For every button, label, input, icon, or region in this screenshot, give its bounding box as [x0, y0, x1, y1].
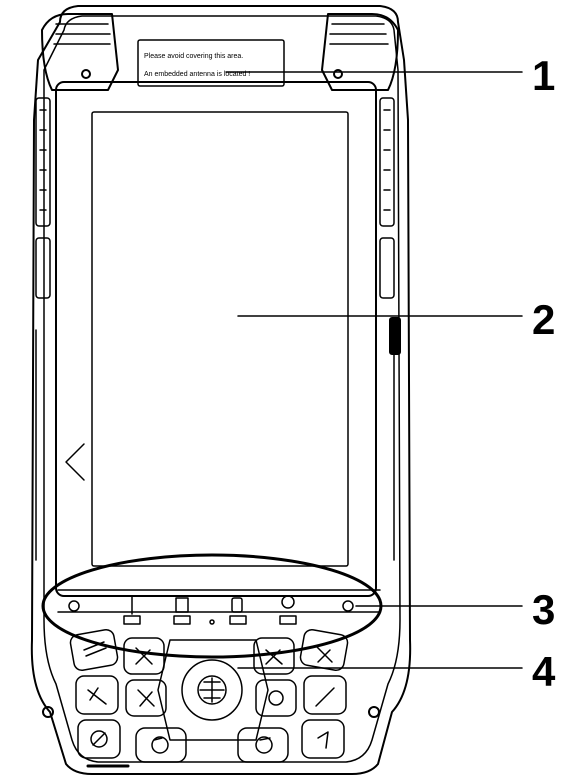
callout-number-2: 2	[532, 296, 555, 343]
antenna-note-box	[137, 39, 285, 87]
antenna-note-line-2: An embedded antenna is located !	[144, 71, 250, 78]
status-indicator-strip	[57, 589, 381, 625]
touch-screen	[91, 111, 349, 567]
nav-center-button	[181, 659, 243, 721]
right-side-grips	[379, 97, 395, 561]
callout-number-1: 1	[532, 52, 555, 99]
side-button	[389, 317, 401, 355]
callout-number-4: 4	[532, 648, 556, 695]
left-side-grips	[35, 97, 51, 561]
screen-bezel	[55, 81, 377, 597]
indicator-highlight-ellipse	[41, 553, 383, 659]
top-right-bumper	[321, 13, 399, 91]
bottom-right-screw	[368, 706, 380, 718]
antenna-note-line-1: Please avoid covering this area.	[144, 53, 243, 60]
housing-inner-outline	[43, 15, 401, 763]
back-arrow-icon	[65, 443, 85, 481]
callout-number-3: 3	[532, 586, 555, 633]
device-housing	[30, 5, 412, 775]
top-left-bumper	[41, 13, 119, 91]
bottom-left-screw	[42, 706, 54, 718]
